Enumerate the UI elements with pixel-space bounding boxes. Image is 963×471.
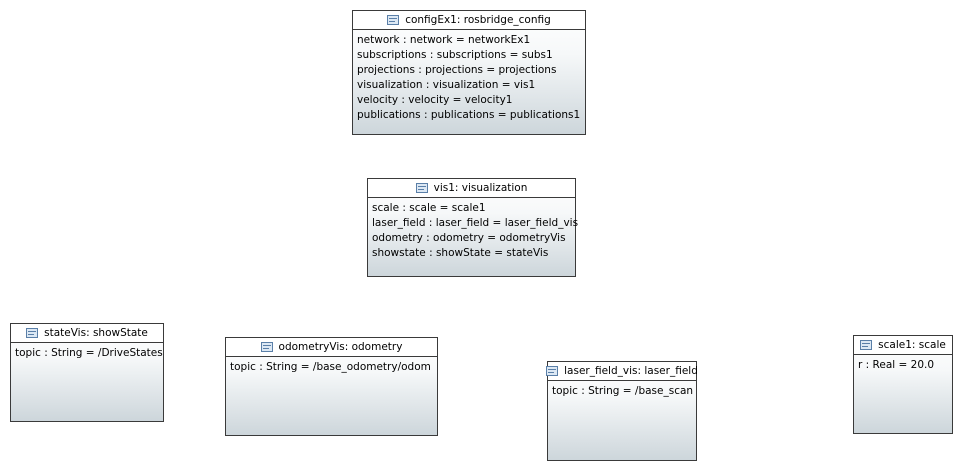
object-node-vis1[interactable]: vis1: visualization scale : scale = scal… <box>367 178 579 277</box>
node-header: scale1: scale <box>854 336 952 355</box>
attribute-odometry: odometry : odometry = odometryVis <box>372 232 566 244</box>
node-attributes: topic : String = /DriveStates <box>11 343 163 361</box>
attribute-velocity: velocity : velocity = velocity1 <box>357 94 513 106</box>
object-node-odometryVis[interactable]: odometryVis: odometry topic : String = /… <box>225 337 438 436</box>
object-instance-icon <box>860 340 873 350</box>
node-title: vis1: visualization <box>433 182 528 194</box>
object-instance-icon <box>26 328 39 338</box>
object-node-scale1[interactable]: scale1: scale r : Real = 20.0 <box>853 335 953 434</box>
attribute-topic: topic : String = /base_scan <box>552 385 694 397</box>
node-attributes: topic : String = /base_scan <box>548 381 696 399</box>
attribute-topic: topic : String = /DriveStates <box>15 347 163 359</box>
attribute-laser-field: laser_field : laser_field = laser_field_… <box>372 217 579 229</box>
object-instance-icon <box>546 366 559 376</box>
node-attributes: topic : String = /base_odometry/odom <box>226 357 437 375</box>
node-attributes: r : Real = 20.0 <box>854 355 952 373</box>
attribute-visualization: visualization : visualization = vis1 <box>357 79 536 91</box>
object-node-laser-field-vis[interactable]: laser_field_vis: laser_field topic : Str… <box>546 361 698 461</box>
object-instance-icon <box>387 15 400 25</box>
attribute-network: network : network = networkEx1 <box>357 34 531 46</box>
attribute-showstate: showstate : showState = stateVis <box>372 247 549 259</box>
attribute-scale: scale : scale = scale1 <box>372 202 486 214</box>
node-title: configEx1: rosbridge_config <box>405 14 551 26</box>
attribute-topic: topic : String = /base_odometry/odom <box>230 361 431 373</box>
object-node-configEx1[interactable]: configEx1: rosbridge_config network : ne… <box>352 10 586 135</box>
node-header: stateVis: showState <box>11 324 163 343</box>
node-header: laser_field_vis: laser_field <box>546 362 698 381</box>
object-instance-icon <box>260 342 273 352</box>
node-title: laser_field_vis: laser_field <box>564 365 698 377</box>
attribute-publications: publications : publications = publicatio… <box>357 109 581 121</box>
object-instance-icon <box>415 183 428 193</box>
attribute-r: r : Real = 20.0 <box>858 359 935 371</box>
object-node-stateVis[interactable]: stateVis: showState topic : String = /Dr… <box>10 323 164 422</box>
node-attributes: network : network = networkEx1 subscript… <box>353 30 585 123</box>
node-attributes: scale : scale = scale1 laser_field : las… <box>368 198 579 261</box>
attribute-projections: projections : projections = projections <box>357 64 557 76</box>
attribute-subscriptions: subscriptions : subscriptions = subs1 <box>357 49 553 61</box>
node-title: scale1: scale <box>878 339 946 351</box>
node-header: vis1: visualization <box>368 179 575 198</box>
node-header: configEx1: rosbridge_config <box>353 11 585 30</box>
node-title: odometryVis: odometry <box>278 341 403 353</box>
node-title: stateVis: showState <box>44 327 148 339</box>
node-header: odometryVis: odometry <box>226 338 437 357</box>
